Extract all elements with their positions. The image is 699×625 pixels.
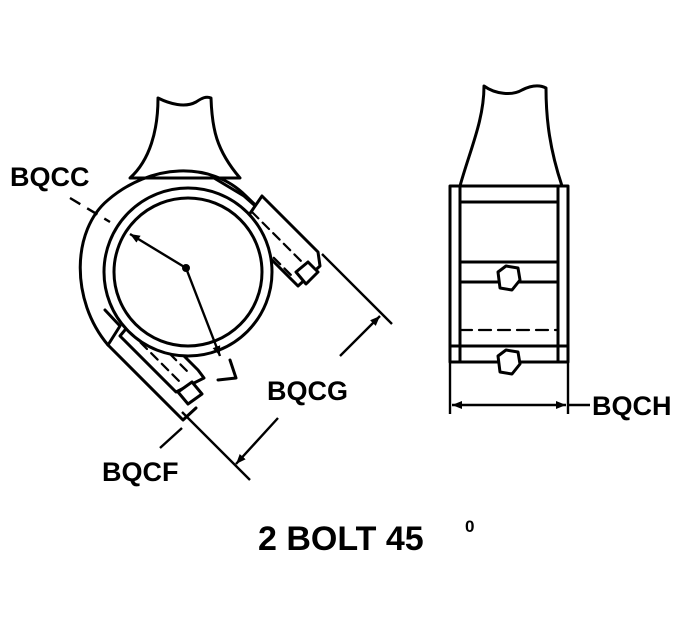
leader-bqcc [69,196,111,224]
radius-arrow-bqcc [129,232,187,270]
housing-lower [106,343,198,422]
bolt-head-lower [176,380,204,406]
label-bqch: BQCH [592,391,672,421]
cap-hidden-line-3 [128,330,184,386]
side-bolt-head-upper [496,264,522,292]
extension-line-lower [181,411,251,481]
bolt-head-upper [294,260,320,286]
label-bqcg: BQCG [267,376,348,406]
side-view-dimensions [448,362,590,414]
front-view [78,95,322,422]
side-bolt-head-lower [496,348,522,376]
dimension-line-bqcg-lower [235,417,279,465]
bore-inner [112,196,264,348]
cap-hidden-line-1 [250,210,304,264]
rod-stem [128,95,242,180]
caption-title: 2 BOLT 45 [258,520,424,558]
caption-superscript: 0 [465,517,475,536]
front-view-dimensions [69,196,393,481]
leader-bqcf [159,427,183,449]
side-view [448,84,570,376]
dimension-line-bqcg-upper [339,315,381,357]
radius-arrow-bqcf [184,267,222,357]
label-bqcf: BQCF [102,457,179,487]
housing-tab-lower [103,308,122,347]
label-bqcc: BQCC [10,162,90,192]
housing-step [216,358,238,382]
side-rod-stem [458,84,564,188]
extension-line-upper [321,253,393,325]
